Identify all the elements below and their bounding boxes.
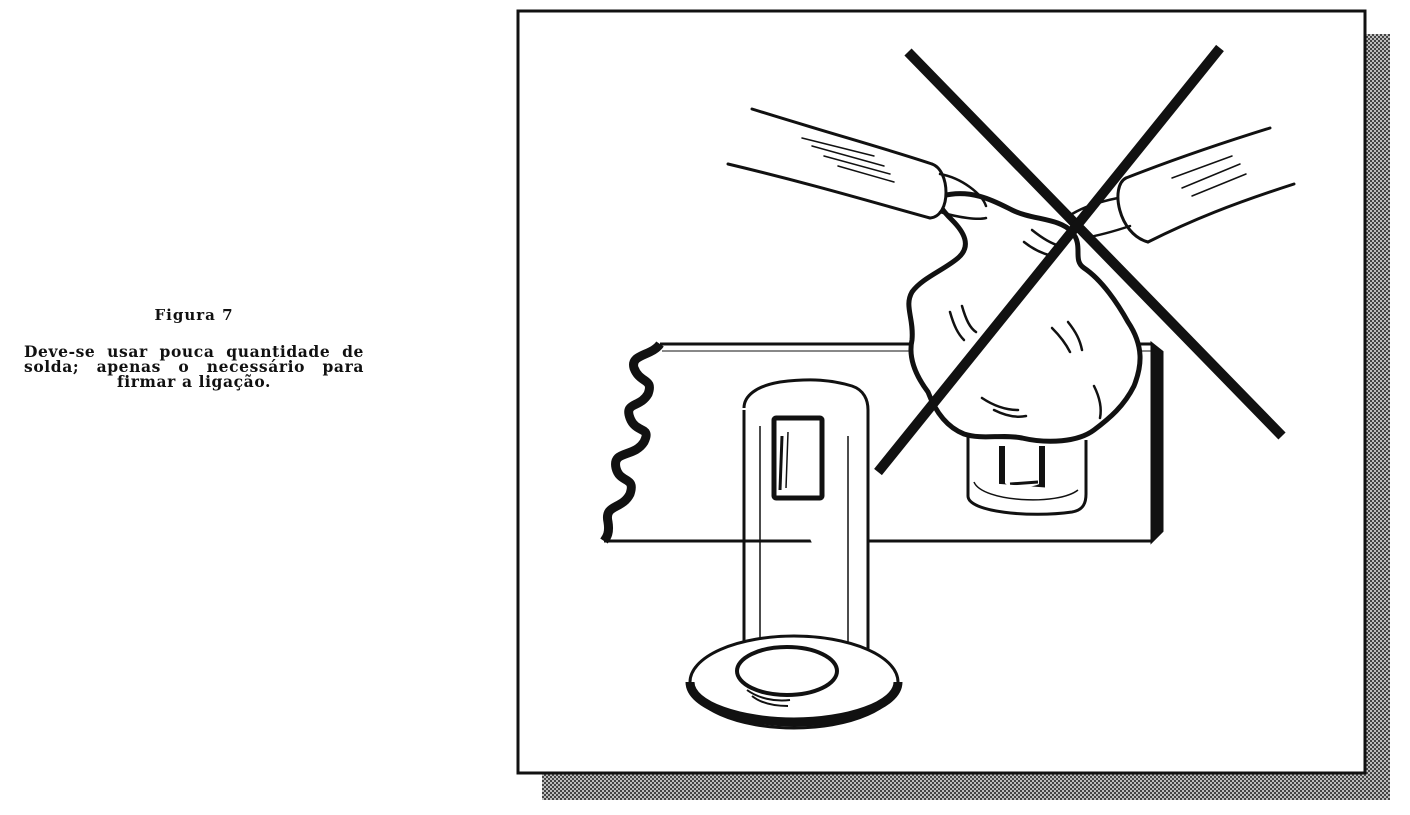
caption-title: Figura 7 [154,306,234,324]
x-mark [874,44,1286,476]
solder-blob [906,191,1143,444]
figure-caption: Figura 7 Deve-se usar pouca quantidade d… [24,306,364,389]
caption-text: Deve-se usar pouca quantidade de solda; … [24,342,364,391]
soldering-iron-left [726,107,988,220]
illustration-panel [512,6,1402,806]
panel-shadow [542,34,1390,800]
front-solder-lug [685,378,903,730]
rear-solder-lug [966,436,1088,516]
illustration-svg [516,9,1390,800]
